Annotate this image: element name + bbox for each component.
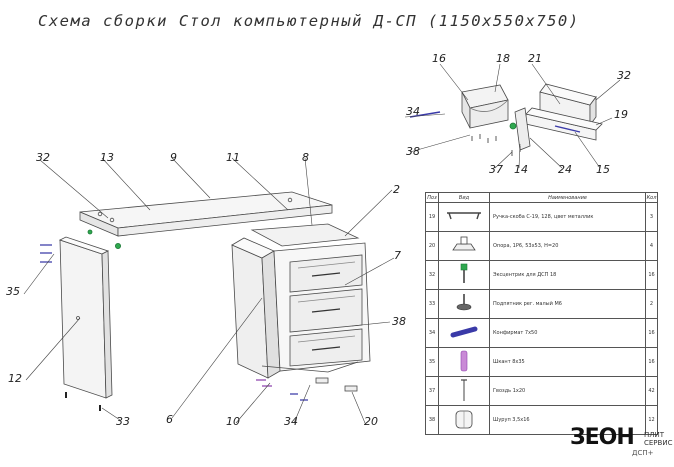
callout-34-top: 34 — [406, 105, 420, 118]
dowel-icon — [438, 347, 490, 377]
row-pos: 38 — [425, 405, 439, 435]
callout-11: 11 — [226, 151, 240, 164]
row-qty: 2 — [645, 289, 658, 319]
callout-13: 13 — [100, 151, 114, 164]
row-pos: 35 — [425, 347, 439, 377]
callout-19: 19 — [614, 108, 628, 121]
callout-38-top: 38 — [406, 145, 420, 158]
row-name: Ручка-скоба С-19, 128, цвет металлик — [489, 202, 646, 232]
callout-20: 20 — [364, 415, 378, 428]
callout-24: 24 — [558, 163, 572, 176]
callout-16: 16 — [432, 52, 446, 65]
handle-icon — [438, 202, 490, 232]
callout-7: 7 — [394, 249, 401, 262]
row-pos: 20 — [425, 231, 439, 261]
parts-table: Поз Вид Наименование Кол 19 Ручка-скоба … — [425, 192, 658, 435]
drawer-exploded-view — [409, 83, 603, 156]
callout-32: 32 — [36, 151, 50, 164]
table-row: 34 Конфирмат 7х50 16 — [425, 318, 658, 348]
leveler-icon — [438, 289, 490, 319]
callout-38: 38 — [392, 315, 406, 328]
row-qty: 42 — [645, 376, 658, 406]
brand-tagline: ДСП+ — [632, 449, 654, 457]
callout-2: 2 — [393, 183, 400, 196]
callout-8: 8 — [302, 151, 309, 164]
row-name: Гвоздь 1х20 — [489, 376, 646, 406]
brand-sub-line1: ПЛИТ — [644, 431, 665, 439]
row-pos: 33 — [425, 289, 439, 319]
row-name: Подпятник рег. малый М6 — [489, 289, 646, 319]
callout-32-top: 32 — [617, 69, 631, 82]
table-row: 35 Шкант 8х35 16 — [425, 347, 658, 377]
row-qty: 12 — [645, 405, 658, 435]
callout-12: 12 — [8, 372, 22, 385]
row-pos: 34 — [425, 318, 439, 348]
header-name: Наименование — [489, 192, 646, 203]
header-qty: Кол — [645, 192, 658, 203]
nail-icon — [438, 376, 490, 406]
row-pos: 37 — [425, 376, 439, 406]
support-foot-icon — [438, 231, 490, 261]
row-qty: 3 — [645, 202, 658, 232]
table-row: 20 Опора, 1Р6, 53х53, Н=20 4 — [425, 231, 658, 261]
header-view: Вид — [438, 192, 490, 203]
table-header-row: Поз Вид Наименование Кол — [425, 192, 658, 203]
desk-tabletop — [79, 191, 333, 237]
callout-37: 37 — [489, 163, 503, 176]
row-qty: 16 — [645, 260, 658, 290]
brand-logo: ЗЕОН — [570, 425, 635, 450]
brand-sub-line2: СЕРВИС — [644, 438, 673, 447]
confirmat-screw-icon — [438, 318, 490, 348]
row-name: Опора, 1Р6, 53х53, Н=20 — [489, 231, 646, 261]
row-qty: 4 — [645, 231, 658, 261]
row-name: Шкант 8х35 — [489, 347, 646, 377]
screw-icon — [438, 405, 490, 435]
leader-lines — [23, 63, 621, 424]
cam-fitting-icon — [438, 260, 490, 290]
callout-33: 33 — [116, 415, 130, 428]
callout-34: 34 — [284, 415, 298, 428]
desk-pedestal — [231, 223, 371, 401]
callout-21: 21 — [528, 52, 542, 65]
page-title: Схема сборки Стол компьютерный Д-СП (115… — [38, 12, 580, 30]
table-row: 19 Ручка-скоба С-19, 128, цвет металлик … — [425, 202, 658, 232]
row-pos: 19 — [425, 202, 439, 232]
header-pos: Поз — [425, 192, 439, 203]
callout-9: 9 — [170, 151, 177, 164]
row-name: Эксцентрик для ДСП 18 — [489, 260, 646, 290]
row-qty: 16 — [645, 347, 658, 377]
row-pos: 32 — [425, 260, 439, 290]
row-qty: 16 — [645, 318, 658, 348]
table-row: 32 Эксцентрик для ДСП 18 16 — [425, 260, 658, 290]
callout-18: 18 — [496, 52, 510, 65]
table-row: 37 Гвоздь 1х20 42 — [425, 376, 658, 406]
callout-6: 6 — [166, 413, 173, 426]
desk-side-panel — [40, 229, 122, 411]
callout-35: 35 — [6, 285, 20, 298]
brand-subtitle: ПЛИТ СЕРВИС — [644, 431, 673, 447]
callout-10: 10 — [226, 415, 240, 428]
table-row: 38 Шуруп 3,5х16 12 — [425, 405, 658, 435]
row-name: Конфирмат 7х50 — [489, 318, 646, 348]
callout-15: 15 — [596, 163, 610, 176]
table-row: 33 Подпятник рег. малый М6 2 — [425, 289, 658, 319]
callout-14: 14 — [514, 163, 528, 176]
